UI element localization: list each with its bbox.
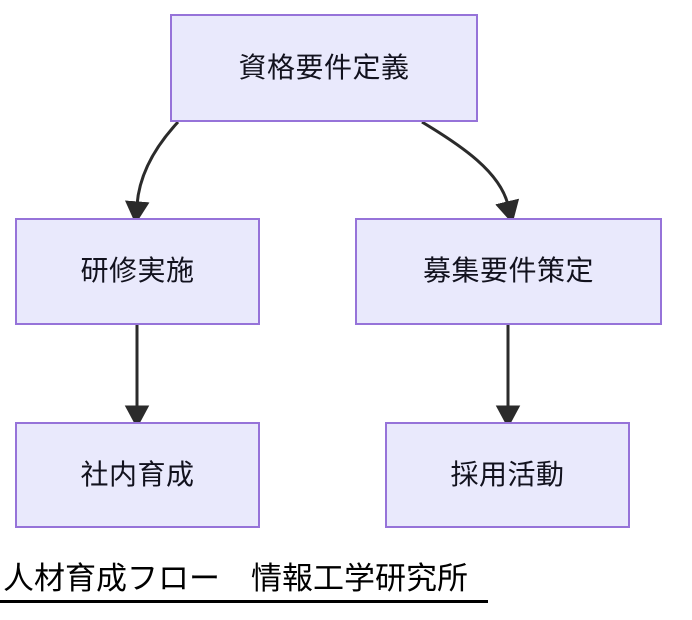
diagram-caption: 人材育成フロー 情報工学研究所 [3, 561, 689, 597]
edge-qualification-to-recruit-req [421, 120, 520, 224]
node-label: 募集要件策定 [422, 255, 594, 287]
node-training-implementation: 研修実施 [15, 218, 260, 325]
node-label: 研修実施 [80, 255, 195, 287]
node-qualification-requirements: 資格要件定義 [170, 14, 478, 122]
edge-qualification-to-training [125, 120, 180, 225]
node-recruitment-requirements: 募集要件策定 [355, 218, 662, 325]
node-label: 社内育成 [80, 458, 195, 490]
node-internal-development: 社内育成 [15, 422, 260, 528]
node-label: 採用活動 [450, 458, 565, 490]
node-label: 資格要件定義 [238, 51, 410, 83]
node-hiring-activities: 採用活動 [385, 422, 630, 528]
caption-underline-rule [0, 600, 488, 603]
caption-text: 人材育成フロー 情報工学研究所 [3, 561, 468, 596]
